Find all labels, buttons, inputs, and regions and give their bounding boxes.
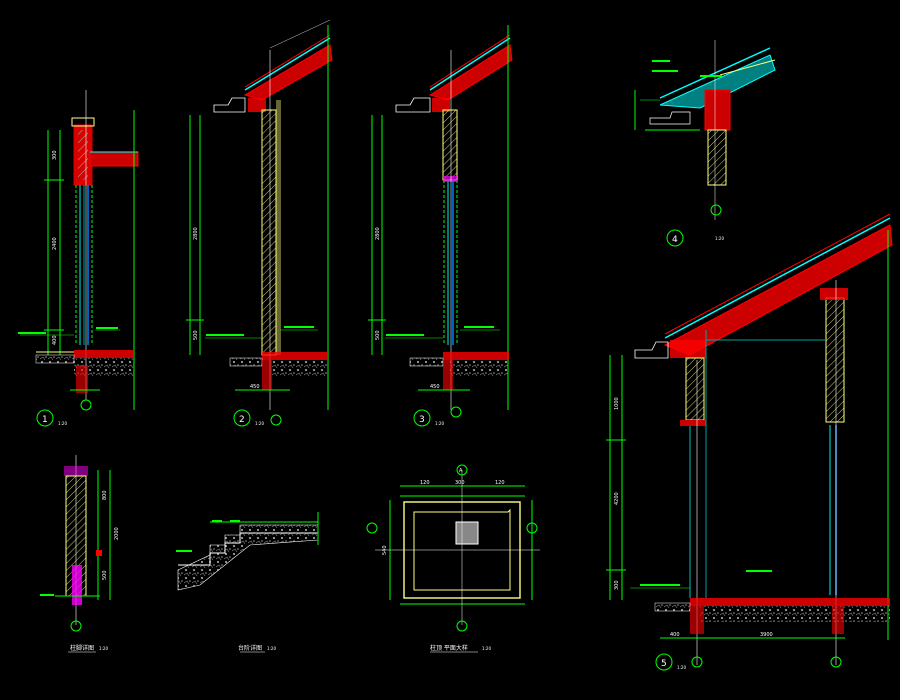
detail-number: 4 xyxy=(672,235,678,245)
axis-bubble-icon xyxy=(450,406,462,418)
detail-callout-icon xyxy=(655,653,673,671)
dim-text: 300 xyxy=(614,580,620,590)
axis-bubble-icon xyxy=(456,464,468,476)
axis-label: A xyxy=(459,468,463,474)
ridge-detail-4: 4 1:20 xyxy=(634,40,776,247)
dim-text: 450 xyxy=(430,384,440,390)
detail-number: 3 xyxy=(419,415,425,425)
wall-section-detail-3: 2800 500 450 3 1:20 xyxy=(368,25,513,427)
dim-text: 300 xyxy=(455,480,465,486)
dim-text: 2800 xyxy=(375,227,381,240)
dim-text: 500 xyxy=(375,330,381,340)
drawing-scale: 1:20 xyxy=(99,646,108,651)
dim-text: 2800 xyxy=(193,227,199,240)
detail-scale: 1:20 xyxy=(435,421,444,426)
drawing-scale: 1:20 xyxy=(482,646,491,651)
dim-text: 400 xyxy=(670,632,680,638)
dim-text: 120 xyxy=(495,480,505,486)
dim-text: 450 xyxy=(250,384,260,390)
drawing-scale: 1:20 xyxy=(267,646,276,651)
dim-text: 800 xyxy=(102,490,108,500)
dim-text: 400 xyxy=(52,335,58,345)
dim-text: 120 xyxy=(420,480,430,486)
axis-bubble-icon xyxy=(456,620,468,632)
wall-section-detail-2: 2800 500 450 2 1:20 xyxy=(186,19,333,427)
axis-bubble-icon xyxy=(710,204,722,216)
detail-number: 5 xyxy=(661,659,667,669)
detail-callout-icon xyxy=(233,409,251,427)
detail-number: 1 xyxy=(42,415,48,425)
column-cap-plan-detail: 120 300 120 540 A 柱顶 平面大样 1:20 xyxy=(366,464,540,653)
detail-callout-icon xyxy=(36,409,54,427)
axis-bubble-icon xyxy=(691,656,703,668)
dim-text: 500 xyxy=(193,330,199,340)
column-base-detail: 800 2000 500 柱脚详图 1:20 xyxy=(40,455,120,653)
dim-text: 2400 xyxy=(52,237,58,250)
axis-bubble-icon xyxy=(270,414,282,426)
dim-text: 300 xyxy=(52,150,58,160)
detail-scale: 1:20 xyxy=(255,421,264,426)
stair-detail: 台阶详图 1:20 xyxy=(176,512,319,653)
detail-number: 2 xyxy=(239,415,245,425)
detail-callout-icon xyxy=(666,229,684,247)
dim-text: 1000 xyxy=(614,397,620,410)
axis-bubble-icon xyxy=(526,522,538,534)
wall-section-detail-1: 300 2400 400 1 1:20 xyxy=(18,90,139,427)
drawing-title: 台阶详图 xyxy=(238,644,262,652)
dim-text: 2000 xyxy=(114,527,120,540)
dim-text: 3900 xyxy=(760,632,773,638)
axis-bubble-icon xyxy=(830,656,842,668)
drawing-title: 柱脚详图 xyxy=(70,644,94,652)
axis-bubble-icon xyxy=(366,522,378,534)
detail-scale: 1:20 xyxy=(715,236,724,241)
drawing-title: 柱顶 平面大样 xyxy=(430,644,468,652)
dim-text: 500 xyxy=(102,570,108,580)
axis-bubble-icon xyxy=(70,620,82,632)
detail-callout-icon xyxy=(413,409,431,427)
axis-bubble-icon xyxy=(80,399,92,411)
detail-scale: 1:20 xyxy=(58,421,67,426)
section-detail-5: 1000 4200 300 400 3900 xyxy=(606,213,893,671)
detail-scale: 1:20 xyxy=(677,665,686,670)
dim-text: 4200 xyxy=(614,492,620,505)
